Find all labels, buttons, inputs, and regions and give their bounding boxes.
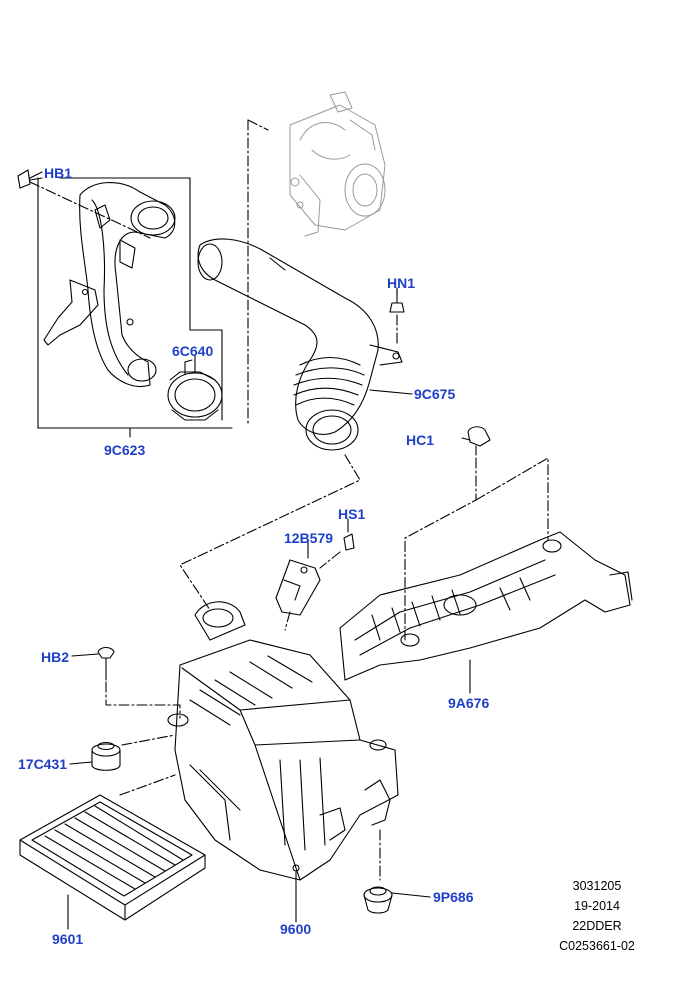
grommet-17c431 xyxy=(91,734,176,771)
callout-12b579[interactable]: 12B579 xyxy=(284,530,334,546)
air-hose-9c675 xyxy=(197,238,403,451)
turbocharger xyxy=(289,91,386,237)
bolt-hb1 xyxy=(17,169,151,239)
ref-line-2: 19-2014 xyxy=(574,899,620,913)
drain-9p686 xyxy=(363,829,393,914)
callout-9601[interactable]: 9601 xyxy=(52,931,84,947)
callout-9a676[interactable]: 9A676 xyxy=(448,695,490,711)
bolt-hb2 xyxy=(97,646,181,719)
air-duct-9c623 xyxy=(43,182,176,388)
reference-block: 3031205 19-2014 22DDER C0253661-02 xyxy=(542,876,652,956)
callout-9c623[interactable]: 9C623 xyxy=(104,442,146,458)
bolt-hn1 xyxy=(389,289,405,346)
duct-9a676 xyxy=(339,531,633,681)
callout-9c675[interactable]: 9C675 xyxy=(414,386,456,402)
callout-hb2[interactable]: HB2 xyxy=(41,649,70,665)
callout-hs1[interactable]: HS1 xyxy=(338,506,366,522)
bracket-9c623 xyxy=(37,177,233,429)
sensor-12b579 xyxy=(275,559,321,631)
leader-lines xyxy=(29,171,471,930)
callout-6c640[interactable]: 6C640 xyxy=(172,343,214,359)
callout-17c431[interactable]: 17C431 xyxy=(18,756,68,772)
callout-hc1[interactable]: HC1 xyxy=(406,432,435,448)
callout-hb1[interactable]: HB1 xyxy=(44,165,73,181)
ref-line-3: 22DDER xyxy=(572,919,622,933)
filter-element-9601 xyxy=(19,774,206,921)
callout-hn1[interactable]: HN1 xyxy=(387,275,416,291)
ref-line-4: C0253661-02 xyxy=(559,939,635,953)
airbox-9600 xyxy=(167,601,399,881)
clip-hc1 xyxy=(404,426,549,641)
callout-9p686[interactable]: 9P686 xyxy=(433,889,474,905)
connector-6c640 xyxy=(167,359,223,421)
callout-9600[interactable]: 9600 xyxy=(280,921,312,937)
ref-line-1: 3031205 xyxy=(572,879,622,893)
screw-hs1 xyxy=(319,533,355,569)
